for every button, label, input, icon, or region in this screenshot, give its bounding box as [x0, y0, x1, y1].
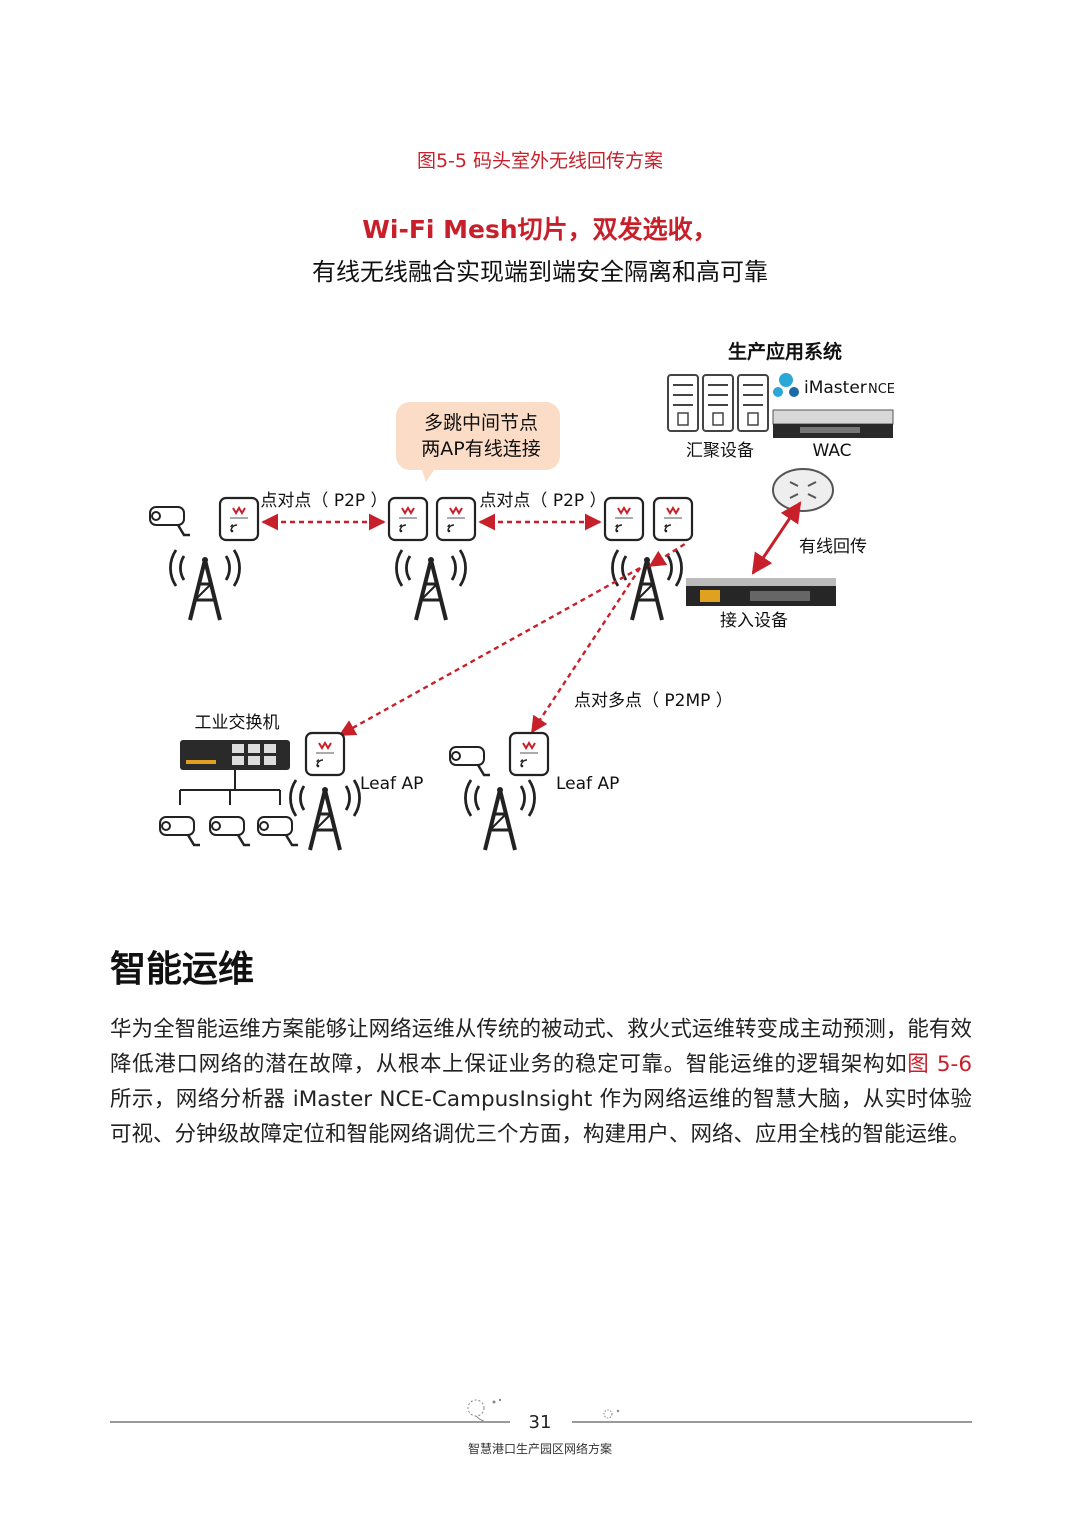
figure-headline-red: Wi-Fi Mesh切片，双发选收， — [362, 215, 718, 244]
dandelion-icon — [467, 1398, 502, 1422]
seed-icon — [603, 1409, 620, 1419]
imaster-logo-icon — [773, 373, 799, 397]
switch-wiring — [179, 770, 281, 805]
section-title: 智能运维 — [110, 949, 255, 990]
relay-ap-icon-1 — [387, 496, 429, 542]
callout-line-2: 两AP有线连接 — [421, 438, 540, 460]
body-paragraph-part-2: 所示，网络分析器 iMaster NCE-CampusInsight 作为网络运… — [110, 1087, 972, 1147]
wired-backhaul-link — [751, 501, 802, 575]
network-diagram: 生产应用系统 汇聚设备 iMaster NCE WAC 多跳中间节点 两AP有线… — [148, 340, 895, 852]
footer-rule-left — [110, 1421, 510, 1423]
p2mp-label: 点对多点（ P2MP ） — [574, 691, 733, 711]
camera-icon — [148, 505, 192, 537]
wired-backhaul-label: 有线回传 — [799, 537, 867, 557]
hub-ap-icon-1 — [603, 496, 645, 542]
relay-ap-icon-2 — [435, 496, 477, 542]
router-icon — [772, 468, 834, 512]
nce-label: NCE — [868, 382, 895, 397]
body-paragraph-part-1: 华为全智能运维方案能够让网络运维从传统的被动式、救火式运维转变成主动预测，能有效… — [110, 1017, 972, 1077]
aggregation-label: 汇聚设备 — [686, 441, 754, 461]
camera-icon — [448, 745, 492, 777]
imaster-label: iMaster — [804, 378, 867, 398]
leaf-ap-icon-1 — [304, 731, 346, 777]
footer-rule-right — [572, 1421, 972, 1423]
industrial-switch-icon — [180, 740, 290, 770]
tower-icon — [394, 548, 468, 622]
hub-ap-icon-2 — [652, 496, 694, 542]
wac-device-icon — [772, 409, 894, 438]
access-device-icon — [686, 578, 836, 606]
tower-icon — [463, 778, 537, 852]
figure-reference-link[interactable]: 图 5-6 — [907, 1052, 972, 1077]
camera-icon — [208, 815, 252, 847]
p2mp-link-2 — [530, 567, 642, 734]
system-title: 生产应用系统 — [728, 340, 842, 363]
body-paragraph: 华为全智能运维方案能够让网络运维从传统的被动式、救火式运维转变成主动预测，能有效… — [110, 1012, 972, 1152]
leaf-ap-label-2: Leaf AP — [556, 774, 619, 794]
aggregation-server-icon — [667, 374, 769, 432]
root-ap-icon — [218, 496, 260, 542]
figure-caption: 图5-5 码头室外无线回传方案 — [416, 150, 664, 172]
p2mp-link-1 — [338, 566, 641, 737]
hub-to-access-link — [648, 540, 689, 568]
callout-bubble: 多跳中间节点 两AP有线连接 — [396, 402, 560, 482]
figure-headline-black: 有线无线融合实现端到端安全隔离和高可靠 — [312, 258, 768, 286]
leaf-ap-label-1: Leaf AP — [360, 774, 423, 794]
camera-icon — [256, 815, 300, 847]
tower-icon — [168, 548, 242, 622]
leaf-ap-icon-2 — [508, 731, 550, 777]
callout-line-1: 多跳中间节点 — [424, 412, 538, 434]
camera-icon — [158, 815, 202, 847]
wac-label: WAC — [812, 441, 851, 461]
page-number: 31 — [528, 1412, 552, 1433]
footer-doc-title: 智慧港口生产园区网络方案 — [467, 1442, 612, 1456]
tower-icon — [610, 548, 684, 622]
industrial-switch-label: 工业交换机 — [195, 713, 280, 733]
access-device-label: 接入设备 — [720, 611, 788, 631]
tower-icon — [288, 778, 362, 852]
p2p-label-2: 点对点（ P2P ） — [479, 491, 606, 511]
p2p-label-1: 点对点（ P2P ） — [260, 491, 387, 511]
